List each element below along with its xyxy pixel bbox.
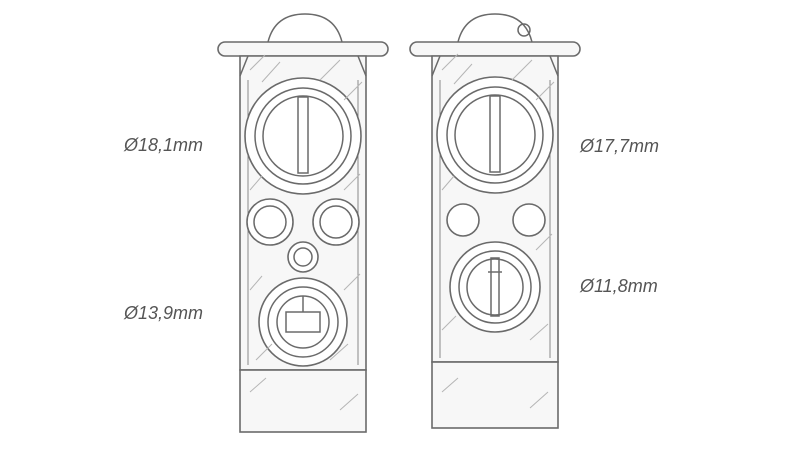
left-valve-base: [239, 369, 367, 433]
left-lower-diameter-label: Ø13,9mm: [124, 303, 204, 323]
left-valve-flange: [217, 41, 389, 57]
right-lower-port: [449, 241, 541, 333]
right-upper-diameter-label: Ø17,7mm: [580, 136, 660, 156]
right-valve-base: [431, 361, 559, 429]
right-small-port-left: [446, 203, 480, 237]
right-valve-cap-dome: [457, 13, 533, 43]
left-valve: [217, 13, 389, 433]
left-mid-port-left: [246, 198, 294, 246]
left-mid-port-right: [312, 198, 360, 246]
right-valve: [409, 13, 581, 429]
right-lower-diameter-label: Ø11,8mm: [580, 276, 658, 296]
left-upper-diameter-label: Ø18,1mm: [124, 135, 204, 155]
right-valve-flange: [409, 41, 581, 57]
left-lower-port: [258, 277, 348, 367]
left-valve-cap-dome: [267, 13, 343, 43]
right-small-port-right: [512, 203, 546, 237]
left-small-port: [287, 241, 319, 273]
right-upper-port: [436, 76, 554, 194]
left-upper-port: [244, 77, 362, 195]
